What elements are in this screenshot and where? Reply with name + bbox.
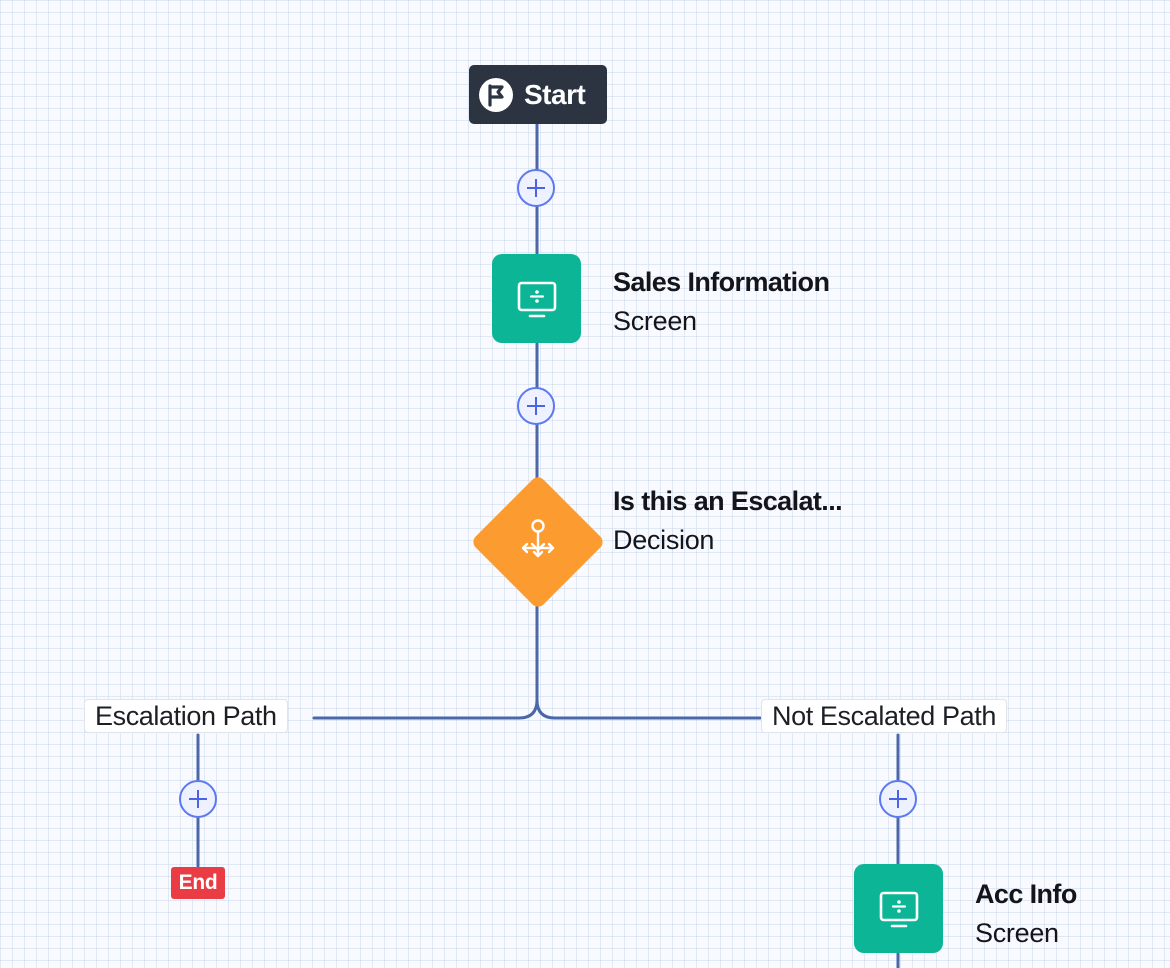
screen-icon bbox=[879, 891, 918, 927]
node-type: Decision bbox=[613, 525, 715, 555]
escalation-decision-node[interactable] bbox=[469, 473, 607, 611]
start-label: Start bbox=[524, 78, 586, 110]
node-title: Sales Information bbox=[613, 267, 830, 297]
node-title: Acc Info bbox=[975, 879, 1077, 909]
escalation-path-label[interactable]: Escalation Path bbox=[84, 699, 288, 733]
not-escalated-path-label[interactable]: Not Escalated Path bbox=[761, 699, 1007, 733]
connector-decision-branches bbox=[312, 605, 762, 720]
node-title: Is this an Escalat... bbox=[613, 486, 843, 516]
acc-info-screen-node[interactable] bbox=[854, 864, 943, 953]
node-type: Screen bbox=[613, 306, 697, 336]
escalation-decision-node-text: Is this an Escalat... Decision bbox=[613, 482, 843, 560]
screen-icon bbox=[517, 281, 556, 317]
add-element-button[interactable] bbox=[517, 169, 555, 207]
flag-icon bbox=[479, 77, 513, 112]
start-node[interactable]: Start bbox=[469, 65, 607, 124]
add-element-button[interactable] bbox=[517, 387, 555, 425]
end-node: End bbox=[171, 867, 225, 899]
add-element-button[interactable] bbox=[179, 780, 217, 818]
add-element-button[interactable] bbox=[879, 780, 917, 818]
sales-information-screen-node[interactable] bbox=[492, 254, 581, 343]
acc-info-node-text: Acc Info Screen bbox=[975, 875, 1077, 953]
sales-information-node-text: Sales Information Screen bbox=[613, 263, 830, 341]
node-type: Screen bbox=[975, 918, 1059, 948]
decision-icon bbox=[521, 519, 555, 558]
